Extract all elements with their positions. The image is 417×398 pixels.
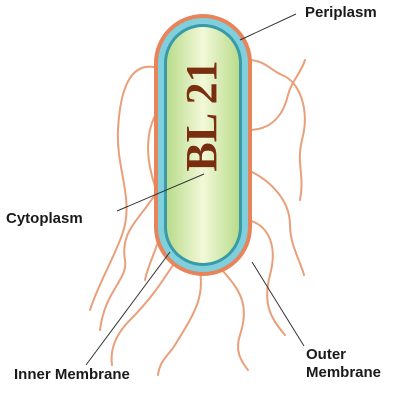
cell-name-label: BL 21: [177, 60, 226, 171]
flagellum: [158, 272, 201, 375]
outer-membrane-leader: [252, 262, 304, 346]
flagellum: [100, 190, 158, 330]
periplasm-leader: [240, 14, 296, 40]
inner-membrane-label: Inner Membrane: [14, 366, 130, 383]
cytoplasm-label: Cytoplasm: [6, 210, 83, 227]
outer-membrane-label-line1: Outer: [306, 346, 346, 363]
flagellum: [222, 270, 248, 370]
outer-membrane-label-line2: Membrane: [306, 364, 381, 381]
inner-membrane-leader: [86, 252, 170, 365]
flagellum: [248, 220, 285, 335]
flagellum: [248, 60, 305, 130]
periplasm-label: Periplasm: [305, 4, 377, 21]
